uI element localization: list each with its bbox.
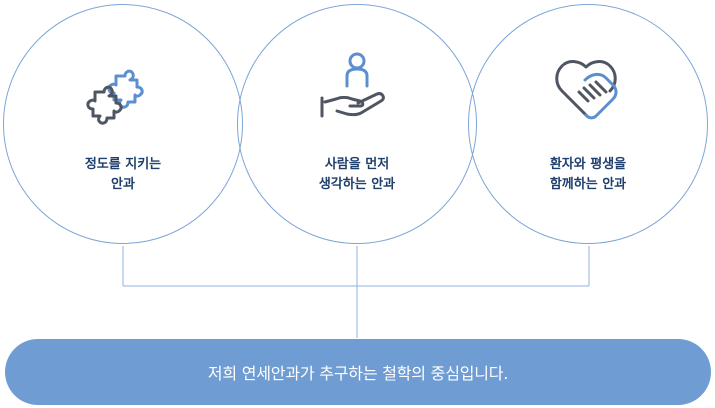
value-circle-lifelong-care	[468, 4, 708, 244]
value-label-integrity: 정도를 지키는 안과	[84, 157, 162, 192]
value-label-lifelong-care: 환자와 평생을 함께하는 안과	[549, 157, 627, 192]
hand-holding-person-icon	[320, 52, 385, 118]
value-label-people-first: 사람을 먼저 생각하는 안과	[318, 157, 396, 192]
heart-handshake-icon	[555, 60, 618, 120]
puzzle-icon	[86, 69, 144, 125]
philosophy-banner-text: 저희 연세안과가 추구하는 철학의 중심입니다.	[207, 364, 509, 383]
philosophy-banner: 저희 연세안과가 추구하는 철학의 중심입니다.	[5, 339, 711, 405]
